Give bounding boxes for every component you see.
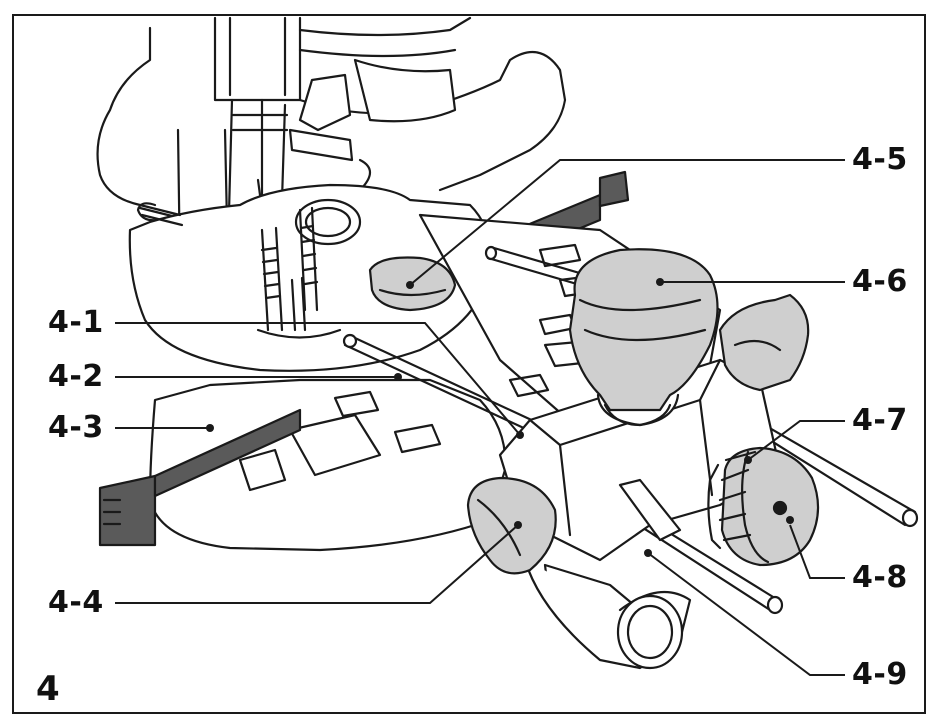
leader-4-9	[647, 552, 845, 676]
knob-4-6	[568, 248, 719, 427]
leader-4-8	[789, 524, 845, 579]
callout-4-8: 4-8	[852, 560, 908, 595]
leader-4-7	[747, 420, 845, 461]
leader-4-4	[115, 524, 519, 604]
callout-4-5: 4-5	[852, 142, 908, 177]
leader-dots	[206, 278, 794, 557]
threaded-studs	[260, 206, 319, 332]
leader-4-1	[115, 322, 521, 436]
callout-4-3: 4-3	[48, 410, 104, 445]
dust-tube	[523, 558, 692, 670]
callout-4-2: 4-2	[48, 359, 104, 394]
leader-4-5	[409, 159, 845, 286]
leader-lines	[115, 159, 845, 676]
callout-4-4: 4-4	[48, 585, 104, 620]
callout-4-7: 4-7	[852, 403, 908, 438]
callout-4-6: 4-6	[852, 264, 908, 299]
callout-4-9: 4-9	[852, 657, 908, 692]
callout-4-1: 4-1	[48, 305, 104, 340]
figure-number: 4	[36, 669, 60, 709]
knob-upper-right	[718, 293, 810, 392]
sole-plate	[148, 378, 507, 552]
knob-4-4	[466, 476, 557, 575]
